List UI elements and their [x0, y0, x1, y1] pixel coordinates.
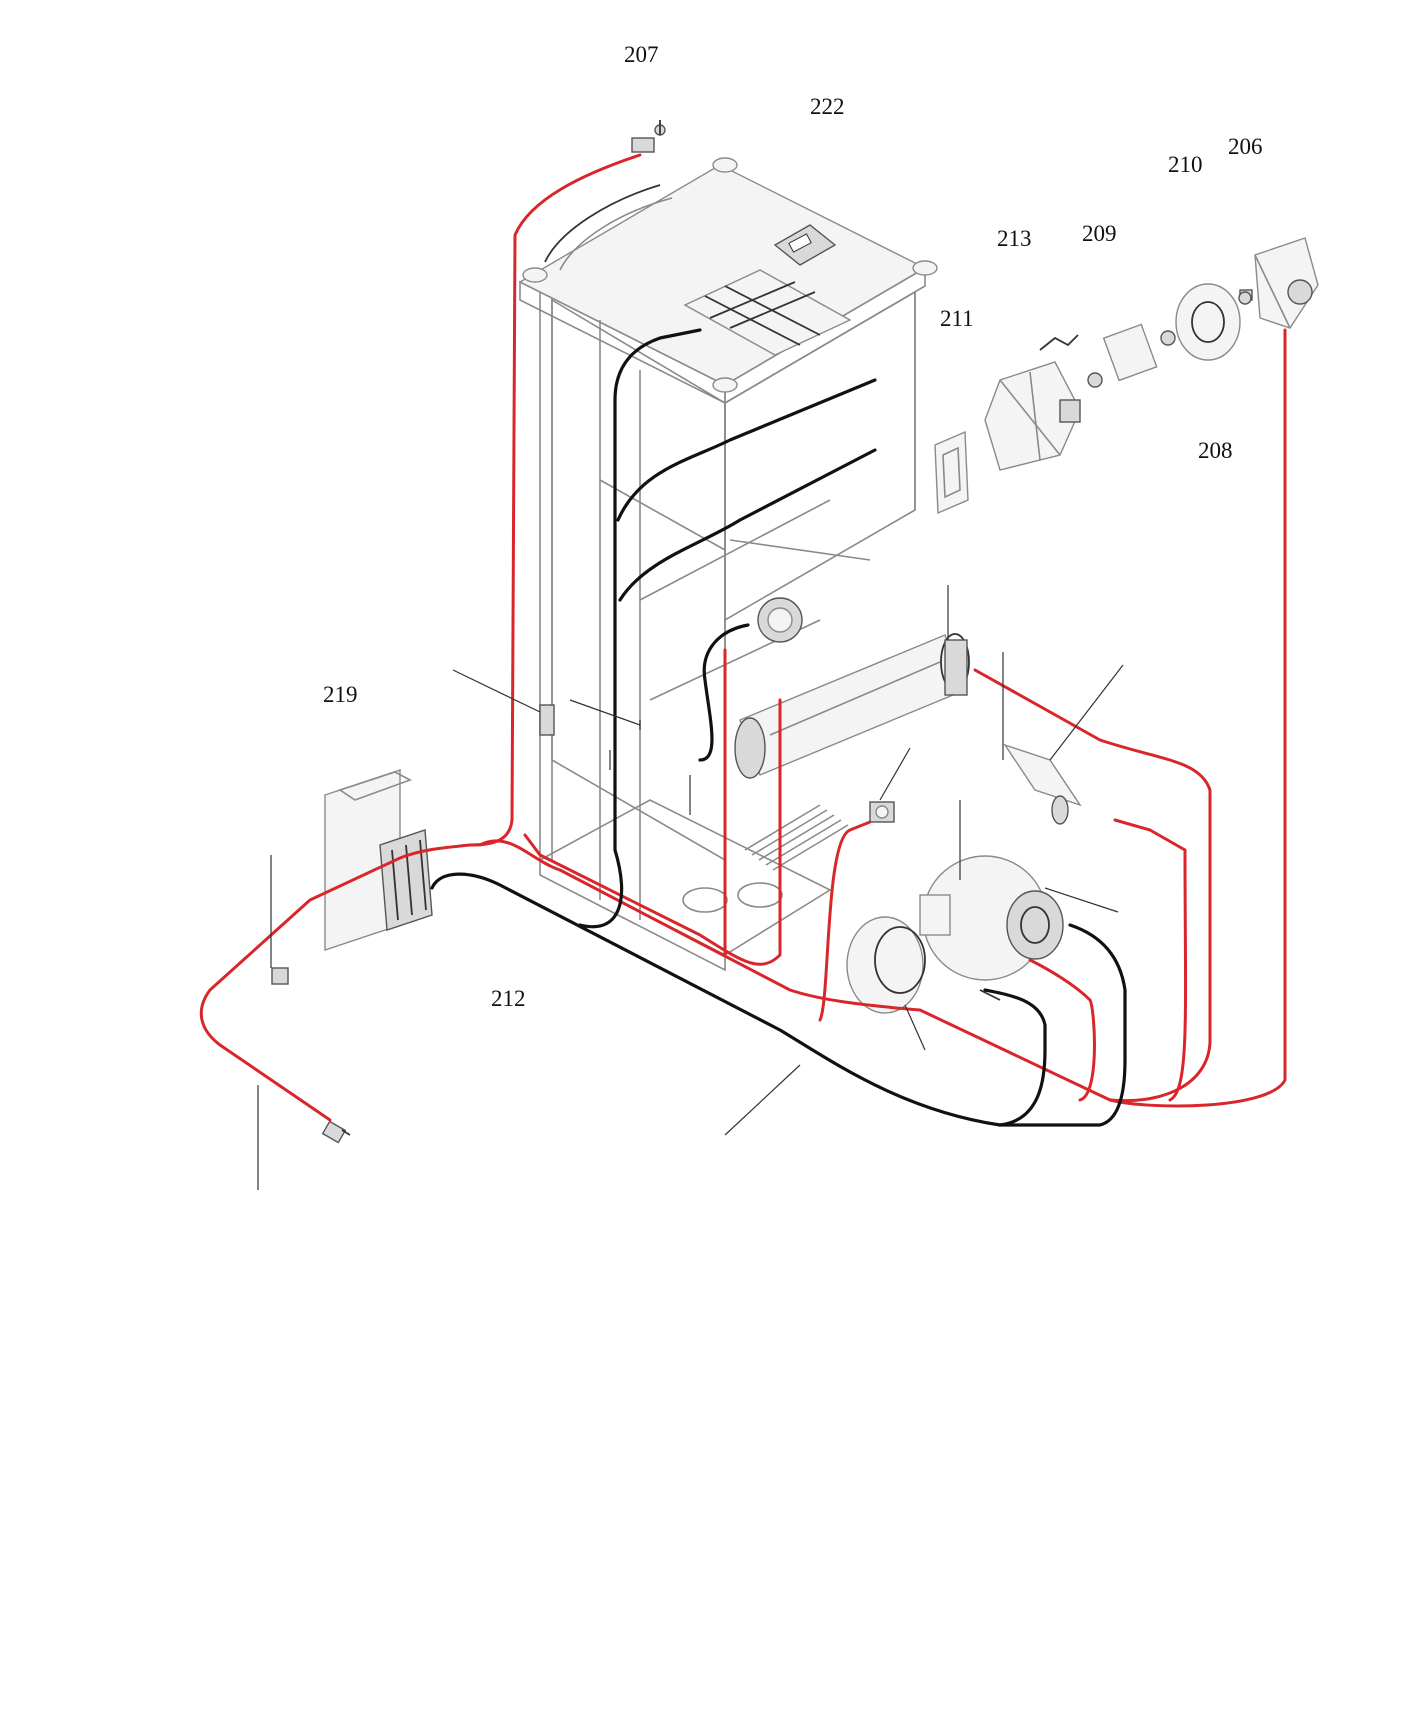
part-211-feed-housing — [984, 361, 1081, 471]
part-number-labels: 207 222 210 206 213 209 211 208 219 212 — [323, 42, 1263, 1011]
part-207-sensor — [631, 120, 666, 153]
label-206: 206 — [1228, 134, 1263, 159]
control-board — [379, 829, 433, 931]
black-wire-harness — [430, 328, 1127, 1127]
label-211: 211 — [940, 306, 974, 331]
label-222: 222 — [810, 94, 845, 119]
red-wire-harness — [199, 153, 1287, 1122]
leader-lines — [257, 585, 1124, 1190]
label-210: 210 — [1168, 152, 1203, 177]
part-210-motor-flange — [1175, 283, 1253, 361]
part-219-terminal — [539, 704, 555, 736]
gasket-plate — [934, 430, 969, 515]
label-213: 213 — [997, 226, 1032, 251]
part-206-gear-motor — [1254, 237, 1319, 329]
combustion-blower — [919, 855, 1064, 981]
pressure-switch — [757, 597, 803, 643]
stove-frame — [518, 157, 938, 972]
power-plug — [321, 1120, 351, 1144]
small-switch — [271, 967, 289, 985]
label-208: 208 — [1198, 438, 1233, 463]
label-212: 212 — [491, 986, 526, 1011]
igniter-cylinder — [734, 633, 970, 779]
temperature-probe — [979, 989, 1001, 1001]
thermostat-small — [869, 801, 895, 823]
part-209-auger-coupling — [1087, 323, 1176, 388]
exhaust-fan — [846, 916, 926, 1014]
label-207: 207 — [624, 42, 659, 67]
label-219: 219 — [323, 682, 358, 707]
part-213-clip — [1039, 334, 1079, 351]
cartridge-heater — [1003, 743, 1082, 825]
control-display-panel — [773, 224, 837, 266]
top-filter-grid — [683, 269, 852, 356]
label-209: 209 — [1082, 221, 1117, 246]
bottom-grate — [744, 804, 849, 871]
control-board-bracket — [324, 769, 412, 951]
